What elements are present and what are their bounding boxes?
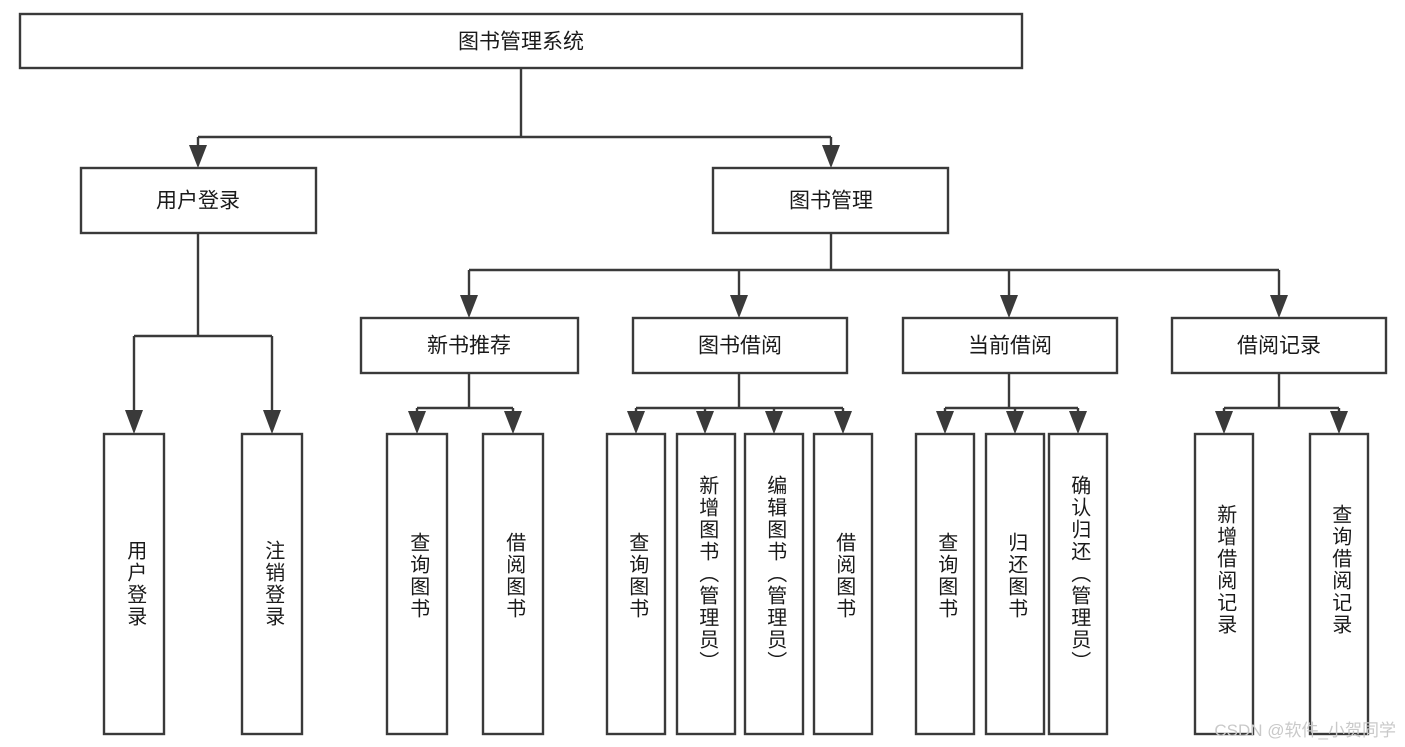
leaf-query-book-borrow[interactable]: 查询图书 [605, 432, 667, 736]
leaf-add-borrow-record-box[interactable] [1193, 432, 1255, 736]
leaf-borrow-book-new-box[interactable] [481, 432, 545, 736]
leaf-query-book-current-label: 查询图书 [935, 532, 958, 620]
arrow-head-leaf-edit-book [765, 411, 783, 434]
leaf-user-login-box[interactable] [102, 432, 166, 736]
arrow-head-book-mgmt [822, 145, 840, 168]
leaf-add-book-label: 新增图书（管理员） [696, 475, 719, 673]
node-user-login-box[interactable] [79, 166, 318, 235]
arrow-head-leaf-confirm-return [1069, 411, 1087, 434]
leaf-query-book-new-box[interactable] [385, 432, 449, 736]
node-book-borrow-box[interactable] [631, 316, 849, 375]
node-new-book-recommend-box[interactable] [359, 316, 580, 375]
leaf-query-borrow-record[interactable]: 查询借阅记录 [1308, 432, 1370, 736]
arrow-head-leaf-query-record [1330, 411, 1348, 434]
leaf-add-borrow-record[interactable]: 新增借阅记录 [1193, 432, 1255, 736]
node-current-borrow[interactable]: 当前借阅 [901, 316, 1119, 375]
node-new-book-recommend-label: 新书推荐 [427, 335, 511, 358]
node-root-box[interactable] [18, 12, 1024, 70]
leaf-return-book-label: 归还图书 [1005, 532, 1028, 620]
leaf-confirm-return[interactable]: 确认归还（管理员） [1047, 432, 1109, 736]
arrow-head-borrow-record [1270, 295, 1288, 318]
leaf-borrow-book-new[interactable]: 借阅图书 [481, 432, 545, 736]
node-user-login[interactable]: 用户登录 [79, 166, 318, 235]
leaf-confirm-return-box[interactable] [1047, 432, 1109, 736]
leaf-return-book[interactable]: 归还图书 [984, 432, 1046, 736]
leaf-edit-book-label: 编辑图书（管理员） [764, 475, 787, 673]
leaf-query-book-borrow-box[interactable] [605, 432, 667, 736]
leaf-edit-book[interactable]: 编辑图书（管理员） [743, 432, 805, 736]
arrow-head-current-borrow [1000, 295, 1018, 318]
connector-group [125, 68, 1348, 434]
arrow-head-leaf-query-book-2 [627, 411, 645, 434]
arrow-head-leaf-query-book-3 [936, 411, 954, 434]
node-book-management-box[interactable] [711, 166, 950, 235]
arrow-head-leaf-logout [263, 410, 281, 434]
leaf-query-borrow-record-label: 查询借阅记录 [1329, 504, 1352, 636]
arrow-head-leaf-borrow-book-2 [834, 411, 852, 434]
arrow-head-leaf-query-book-1 [408, 411, 426, 434]
leaf-borrow-book-borrow-box[interactable] [812, 432, 874, 736]
arrow-head-leaf-return-book [1006, 411, 1024, 434]
node-borrow-record-box[interactable] [1170, 316, 1388, 375]
leaf-add-book[interactable]: 新增图书（管理员） [675, 432, 737, 736]
arrow-head-leaf-borrow-book-1 [504, 411, 522, 434]
leaf-add-book-box[interactable] [675, 432, 737, 736]
node-current-borrow-label: 当前借阅 [968, 335, 1052, 358]
node-book-management-label: 图书管理 [789, 190, 873, 213]
node-book-borrow-label: 图书借阅 [698, 335, 782, 358]
leaf-query-borrow-record-box[interactable] [1308, 432, 1370, 736]
node-borrow-record[interactable]: 借阅记录 [1170, 316, 1388, 375]
leaf-query-book-current[interactable]: 查询图书 [914, 432, 976, 736]
leaf-logout[interactable]: 注销登录 [240, 432, 304, 736]
node-book-borrow[interactable]: 图书借阅 [631, 316, 849, 375]
node-book-management[interactable]: 图书管理 [711, 166, 950, 235]
arrow-head-leaf-user-login [125, 410, 143, 434]
leaf-confirm-return-label: 确认归还（管理员） [1068, 475, 1091, 673]
arrow-head-book-borrow [730, 295, 748, 318]
node-new-book-recommend[interactable]: 新书推荐 [359, 316, 580, 375]
leaf-query-book-borrow-label: 查询图书 [626, 532, 649, 620]
leaf-query-book-new[interactable]: 查询图书 [385, 432, 449, 736]
leaf-user-login[interactable]: 用户登录 [102, 432, 166, 736]
leaf-borrow-book-new-label: 借阅图书 [503, 532, 526, 620]
node-current-borrow-box[interactable] [901, 316, 1119, 375]
arrow-head-leaf-add-book [696, 411, 714, 434]
node-user-login-label: 用户登录 [156, 190, 240, 213]
leaf-return-book-box[interactable] [984, 432, 1046, 736]
csdn-watermark: CSDN @软件_小贺同学 [1214, 721, 1396, 740]
leaf-query-book-new-label: 查询图书 [407, 532, 430, 620]
leaf-borrow-book-borrow[interactable]: 借阅图书 [812, 432, 874, 736]
node-borrow-record-label: 借阅记录 [1237, 335, 1321, 358]
leaf-add-borrow-record-label: 新增借阅记录 [1214, 504, 1237, 636]
leaf-logout-label: 注销登录 [262, 540, 285, 628]
leaf-user-login-label: 用户登录 [124, 540, 147, 628]
node-root[interactable]: 图书管理系统 [18, 12, 1024, 70]
arrow-head-leaf-add-record [1215, 411, 1233, 434]
node-root-label: 图书管理系统 [458, 31, 584, 54]
arrow-head-new-book [460, 295, 478, 318]
leaf-borrow-book-borrow-label: 借阅图书 [833, 532, 856, 620]
leaf-logout-box[interactable] [240, 432, 304, 736]
leaf-edit-book-box[interactable] [743, 432, 805, 736]
leaf-query-book-current-box[interactable] [914, 432, 976, 736]
arrow-head-user-login [189, 145, 207, 168]
